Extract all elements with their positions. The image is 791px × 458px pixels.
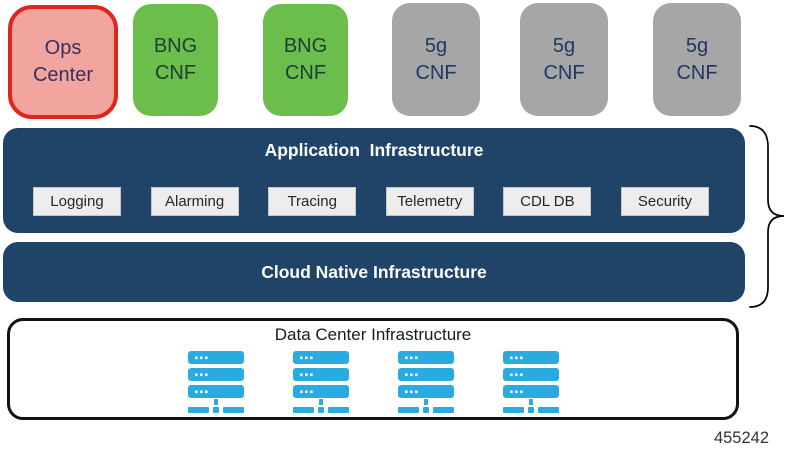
- component-cdl-db: CDL DB: [503, 187, 592, 216]
- node-label-line: Ops: [44, 37, 82, 59]
- node-ops-center: Ops Center: [8, 5, 118, 119]
- node-label-line: Center: [32, 64, 94, 86]
- node-5g-cnf-3: 5g CNF: [653, 3, 741, 116]
- cloud-native-infrastructure-title: Cloud Native Infrastructure: [261, 261, 487, 282]
- node-label-line: BNG: [283, 35, 328, 57]
- node-label-line: CNF: [676, 61, 718, 84]
- cloud-native-infrastructure-layer: Cloud Native Infrastructure: [3, 242, 745, 302]
- node-5g-cnf-2: 5g CNF: [520, 3, 608, 116]
- brace-icon: [749, 125, 785, 308]
- server-icons-row: [10, 351, 736, 413]
- node-label-line: CNF: [154, 62, 197, 84]
- data-center-infrastructure-layer: Data Center Infrastructure: [7, 318, 739, 420]
- component-logging: Logging: [33, 187, 121, 216]
- server-rack-icon: [397, 351, 454, 413]
- node-label-line: BNG: [153, 35, 198, 57]
- component-telemetry: Telemetry: [385, 187, 474, 216]
- figure-number: 455242: [713, 429, 769, 447]
- server-rack-icon: [292, 351, 349, 413]
- application-components-row: Logging Alarming Tracing Telemetry CDL D…: [33, 187, 709, 216]
- node-label-line: 5g: [685, 34, 709, 57]
- node-label-line: 5g: [552, 34, 576, 57]
- node-bng-cnf-1: BNG CNF: [133, 4, 218, 116]
- node-label-line: CNF: [415, 61, 457, 84]
- node-label-line: CNF: [284, 62, 327, 84]
- server-rack-icon: [502, 351, 559, 413]
- data-center-infrastructure-title: Data Center Infrastructure: [274, 325, 472, 344]
- application-infrastructure-title: Application Infrastructure: [264, 140, 484, 160]
- server-rack-icon: [187, 351, 244, 413]
- component-alarming: Alarming: [150, 187, 239, 216]
- node-5g-cnf-1: 5g CNF: [392, 3, 480, 116]
- application-infrastructure-layer: Application Infrastructure Logging Alarm…: [3, 128, 745, 233]
- node-label-line: 5g: [424, 34, 448, 57]
- node-bng-cnf-2: BNG CNF: [263, 4, 348, 116]
- component-security: Security: [620, 187, 709, 216]
- node-label-line: CNF: [543, 61, 585, 84]
- component-tracing: Tracing: [268, 187, 357, 216]
